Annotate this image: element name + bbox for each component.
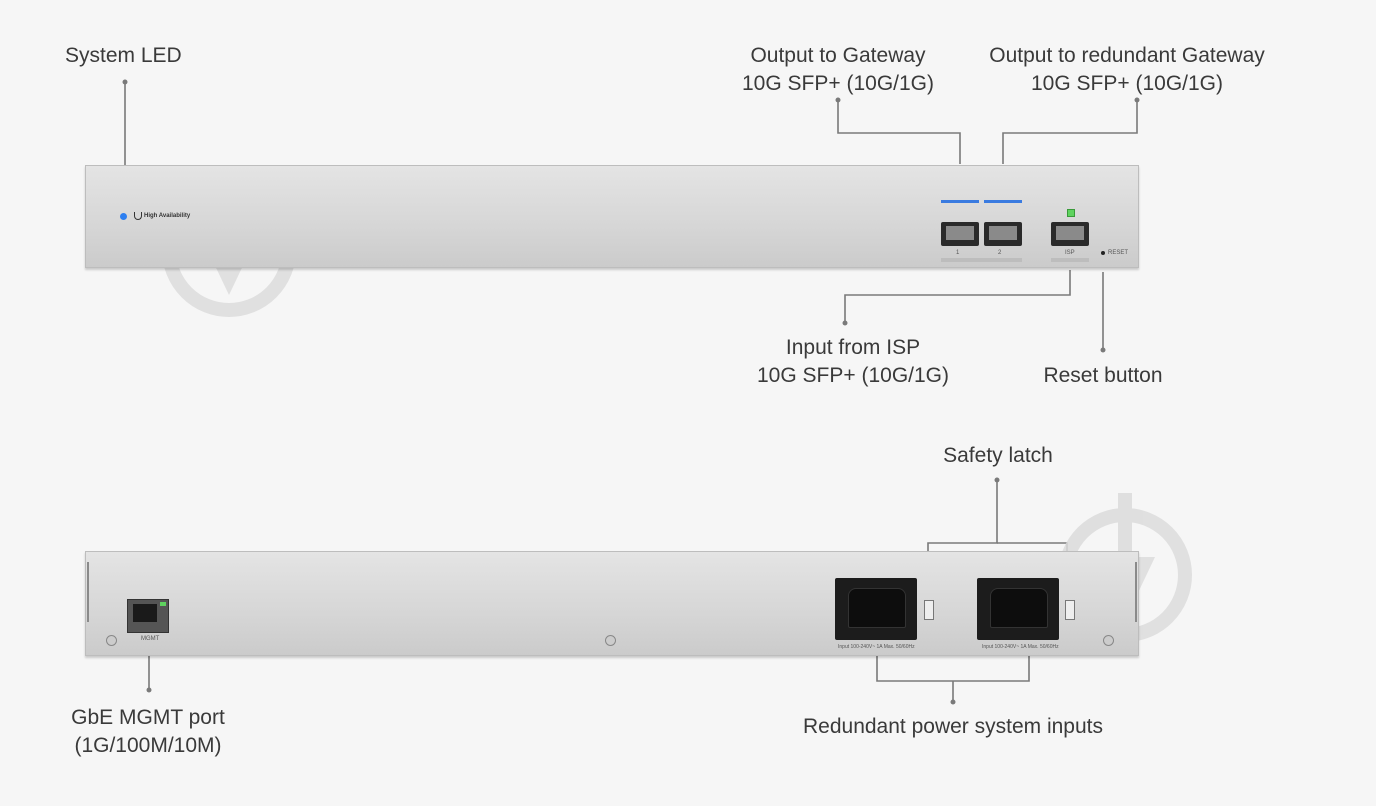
isp-led [1067,209,1075,217]
callout-input-isp-line2: 10G SFP+ (10G/1G) [757,364,949,387]
callout-mgmt-line1: GbE MGMT port [71,706,225,729]
safety-latch-1[interactable] [924,600,934,620]
callout-reset: Reset button [1043,364,1163,387]
power-input-1[interactable] [835,578,917,640]
leader-input-isp [844,270,1071,323]
sfp-port-isp[interactable] [1051,222,1089,246]
callout-mgmt-line2: (1G/100M/10M) [74,734,222,757]
left-rail [87,562,89,622]
callout-output-redundant-line2: 10G SFP+ (10G/1G) [1031,72,1223,95]
port2-led [984,200,1022,203]
screw-icon [1103,635,1114,646]
psu-rating-2: Input 100-240V~ 1A Max. 50/60Hz [982,644,1059,650]
sfp-port-2[interactable] [984,222,1022,246]
callout-power: Redundant power system inputs [803,715,1103,738]
isp-label-strip [1051,258,1089,262]
power-input-2[interactable] [977,578,1059,640]
system-led [120,213,127,220]
leader-output-redundant [1002,100,1138,164]
port2-label: 2 [998,250,1002,256]
callout-input-isp-line1: Input from ISP [785,336,921,359]
callout-output-gateway-line2: 10G SFP+ (10G/1G) [742,72,934,95]
reset-label: RESET [1108,250,1129,256]
screw-icon [106,635,117,646]
callout-output-gateway: Output to Gateway 10G SFP+ (10G/1G) [718,42,958,98]
callout-output-redundant: Output to redundant Gateway 10G SFP+ (10… [967,42,1287,98]
ubiquiti-logo-icon [134,212,142,220]
isp-label: ISP [1065,250,1075,256]
right-rail [1135,562,1137,622]
callout-mgmt: GbE MGMT port (1G/100M/10M) [48,704,248,760]
callout-system-led: System LED [65,44,182,67]
mgmt-port[interactable] [127,599,169,633]
callout-output-redundant-line1: Output to redundant Gateway [989,44,1265,67]
safety-latch-2[interactable] [1065,600,1075,620]
port1-label: 1 [956,250,960,256]
device-front-panel: High Availability 1 2 ISP RESET [85,165,1139,268]
port1-led [941,200,979,203]
callout-output-gateway-line1: Output to Gateway [750,44,926,67]
sfp-port-1[interactable] [941,222,979,246]
leader-output-gateway [837,100,961,164]
brand-text: High Availability [144,213,191,219]
port-label-strip [941,258,1022,262]
screw-icon [605,635,616,646]
reset-button[interactable] [1101,251,1105,255]
mgmt-label: MGMT [141,636,160,642]
callout-safety-latch: Safety latch [943,444,1053,467]
psu-rating-1: Input 100-240V~ 1A Max. 50/60Hz [838,644,915,650]
callout-input-isp: Input from ISP 10G SFP+ (10G/1G) [733,334,973,390]
device-back-panel: MGMT Input 100-240V~ 1A Max. 50/60Hz Inp… [85,551,1139,656]
